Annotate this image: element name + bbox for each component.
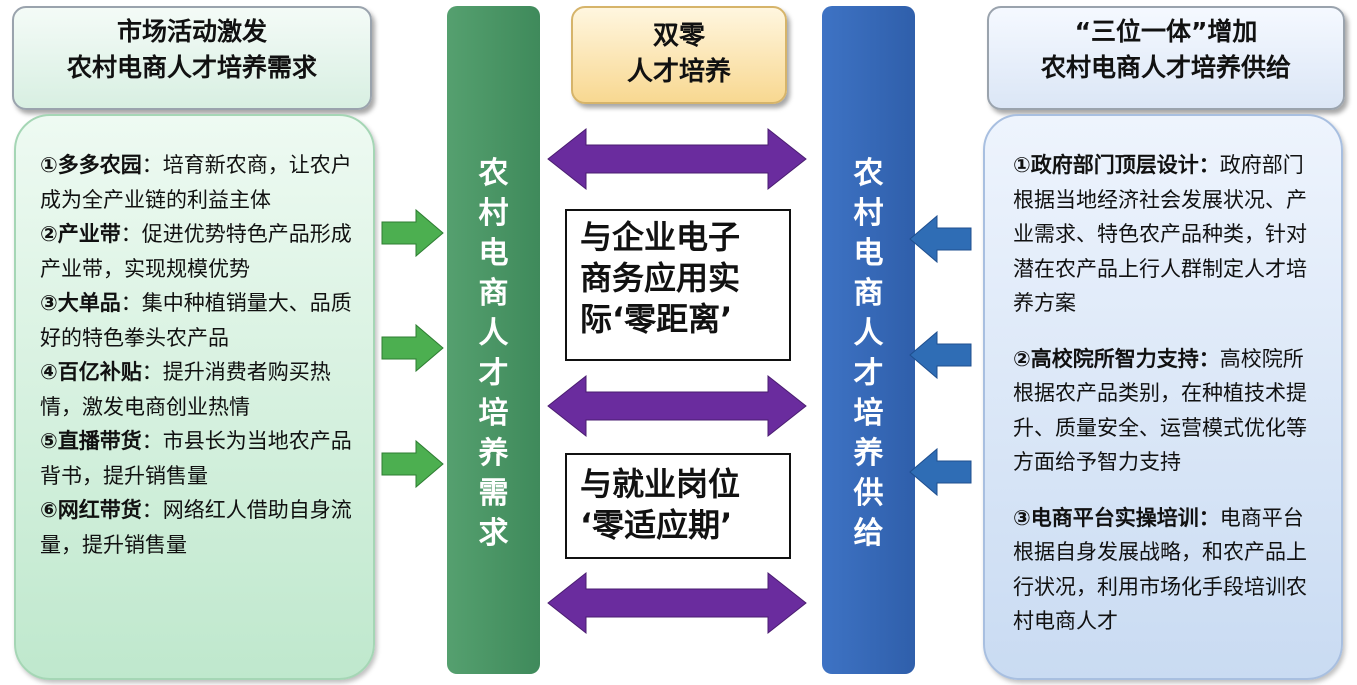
right-header: “三位一体”增加 农村电商人才培养供给 — [987, 6, 1345, 110]
supply-column-char: 电 — [853, 236, 884, 271]
double-arrow-icon — [547, 571, 807, 635]
zero-adaptation-line: 与就业岗位 — [580, 465, 741, 503]
left-header-line1: 市场活动激发 — [116, 17, 267, 46]
left-item: ②产业带：促进优势特色产品形成产业带，实现规模优势 — [40, 222, 352, 281]
demand-column-char: 才 — [478, 356, 509, 391]
green-arrow-right-icon — [381, 323, 444, 373]
center-header-line2: 人才培养 — [626, 57, 731, 87]
demand-column-char: 求 — [478, 516, 509, 551]
supply-column-char: 人 — [853, 316, 884, 351]
blue-arrow-left-icon — [909, 330, 972, 380]
left-item: ④百亿补贴：提升消费者购买热情，激发电商创业热情 — [40, 360, 331, 419]
supply-column-char: 供 — [853, 476, 884, 511]
demand-column-char: 人 — [478, 316, 509, 351]
zero-adaptation-box: 与就业岗位 ‘零适应期’ — [565, 453, 791, 559]
right-header-line1: “三位一体”增加 — [1074, 17, 1258, 46]
zero-adaptation-line: ‘零适应期’ — [580, 506, 733, 544]
zero-distance-line: 商务应用实 — [580, 259, 741, 297]
supply-column: 农 村 电 商 人 才 培 养 供 给 — [822, 6, 915, 674]
left-item: ⑥网红带货：网络红人借助自身流量，提升销售量 — [40, 498, 352, 557]
supply-column-char: 农 — [853, 156, 884, 191]
demand-column: 农 村 电 商 人 才 培 养 需 求 — [447, 6, 540, 674]
zero-distance-line: 与企业电子 — [580, 218, 741, 256]
right-item: ①政府部门顶层设计：政府部门根据当地经济社会发展状况、产业需求、特色农产品种类，… — [1013, 153, 1307, 315]
double-arrow-icon — [547, 374, 807, 438]
right-item: ③电商平台实操培训：电商平台根据自身发展战略，和农产品上行状况，利用市场化手段培… — [1013, 505, 1307, 634]
right-panel: ①政府部门顶层设计：政府部门根据当地经济社会发展状况、产业需求、特色农产品种类，… — [983, 114, 1343, 680]
supply-column-char: 给 — [853, 516, 884, 551]
zero-distance-box: 与企业电子 商务应用实 际‘零距离’ — [565, 209, 791, 361]
left-item: ①多多农园：培育新农商，让农户成为全产业链的利益主体 — [40, 153, 352, 212]
demand-column-char: 村 — [478, 196, 509, 231]
demand-column-char: 需 — [478, 476, 509, 511]
supply-column-char: 才 — [853, 356, 884, 391]
demand-column-char: 养 — [478, 436, 509, 471]
center-header: 双零 人才培养 — [571, 6, 787, 104]
supply-column-char: 培 — [853, 396, 884, 431]
green-arrow-right-icon — [381, 439, 444, 489]
left-item: ⑤直播带货：市县长为当地农产品背书，提升销售量 — [40, 429, 352, 488]
demand-column-char: 商 — [478, 276, 509, 311]
left-header-line2: 农村电商人才培养需求 — [66, 53, 317, 82]
green-arrow-right-icon — [381, 208, 444, 258]
demand-column-char: 培 — [478, 396, 509, 431]
supply-column-char: 村 — [853, 196, 884, 231]
zero-distance-line: 际‘零距离’ — [580, 300, 733, 338]
left-panel: ①多多农园：培育新农商，让农户成为全产业链的利益主体 ②产业带：促进优势特色产品… — [14, 114, 375, 680]
right-header-line2: 农村电商人才培养供给 — [1040, 53, 1291, 82]
supply-column-char: 养 — [853, 436, 884, 471]
supply-column-char: 商 — [853, 276, 884, 311]
left-header: 市场活动激发 农村电商人才培养需求 — [12, 6, 372, 110]
blue-arrow-left-icon — [909, 214, 972, 264]
double-arrow-icon — [547, 127, 807, 191]
demand-column-char: 电 — [478, 236, 509, 271]
left-item: ③大单品：集中种植销量大、品质好的特色拳头农产品 — [40, 291, 352, 350]
blue-arrow-left-icon — [909, 447, 972, 497]
demand-column-char: 农 — [478, 156, 509, 191]
center-header-line1: 双零 — [652, 21, 705, 51]
right-item: ②高校院所智力支持：高校院所根据农产品类别，在种植技术提升、质量安全、运营模式优… — [1013, 346, 1307, 475]
